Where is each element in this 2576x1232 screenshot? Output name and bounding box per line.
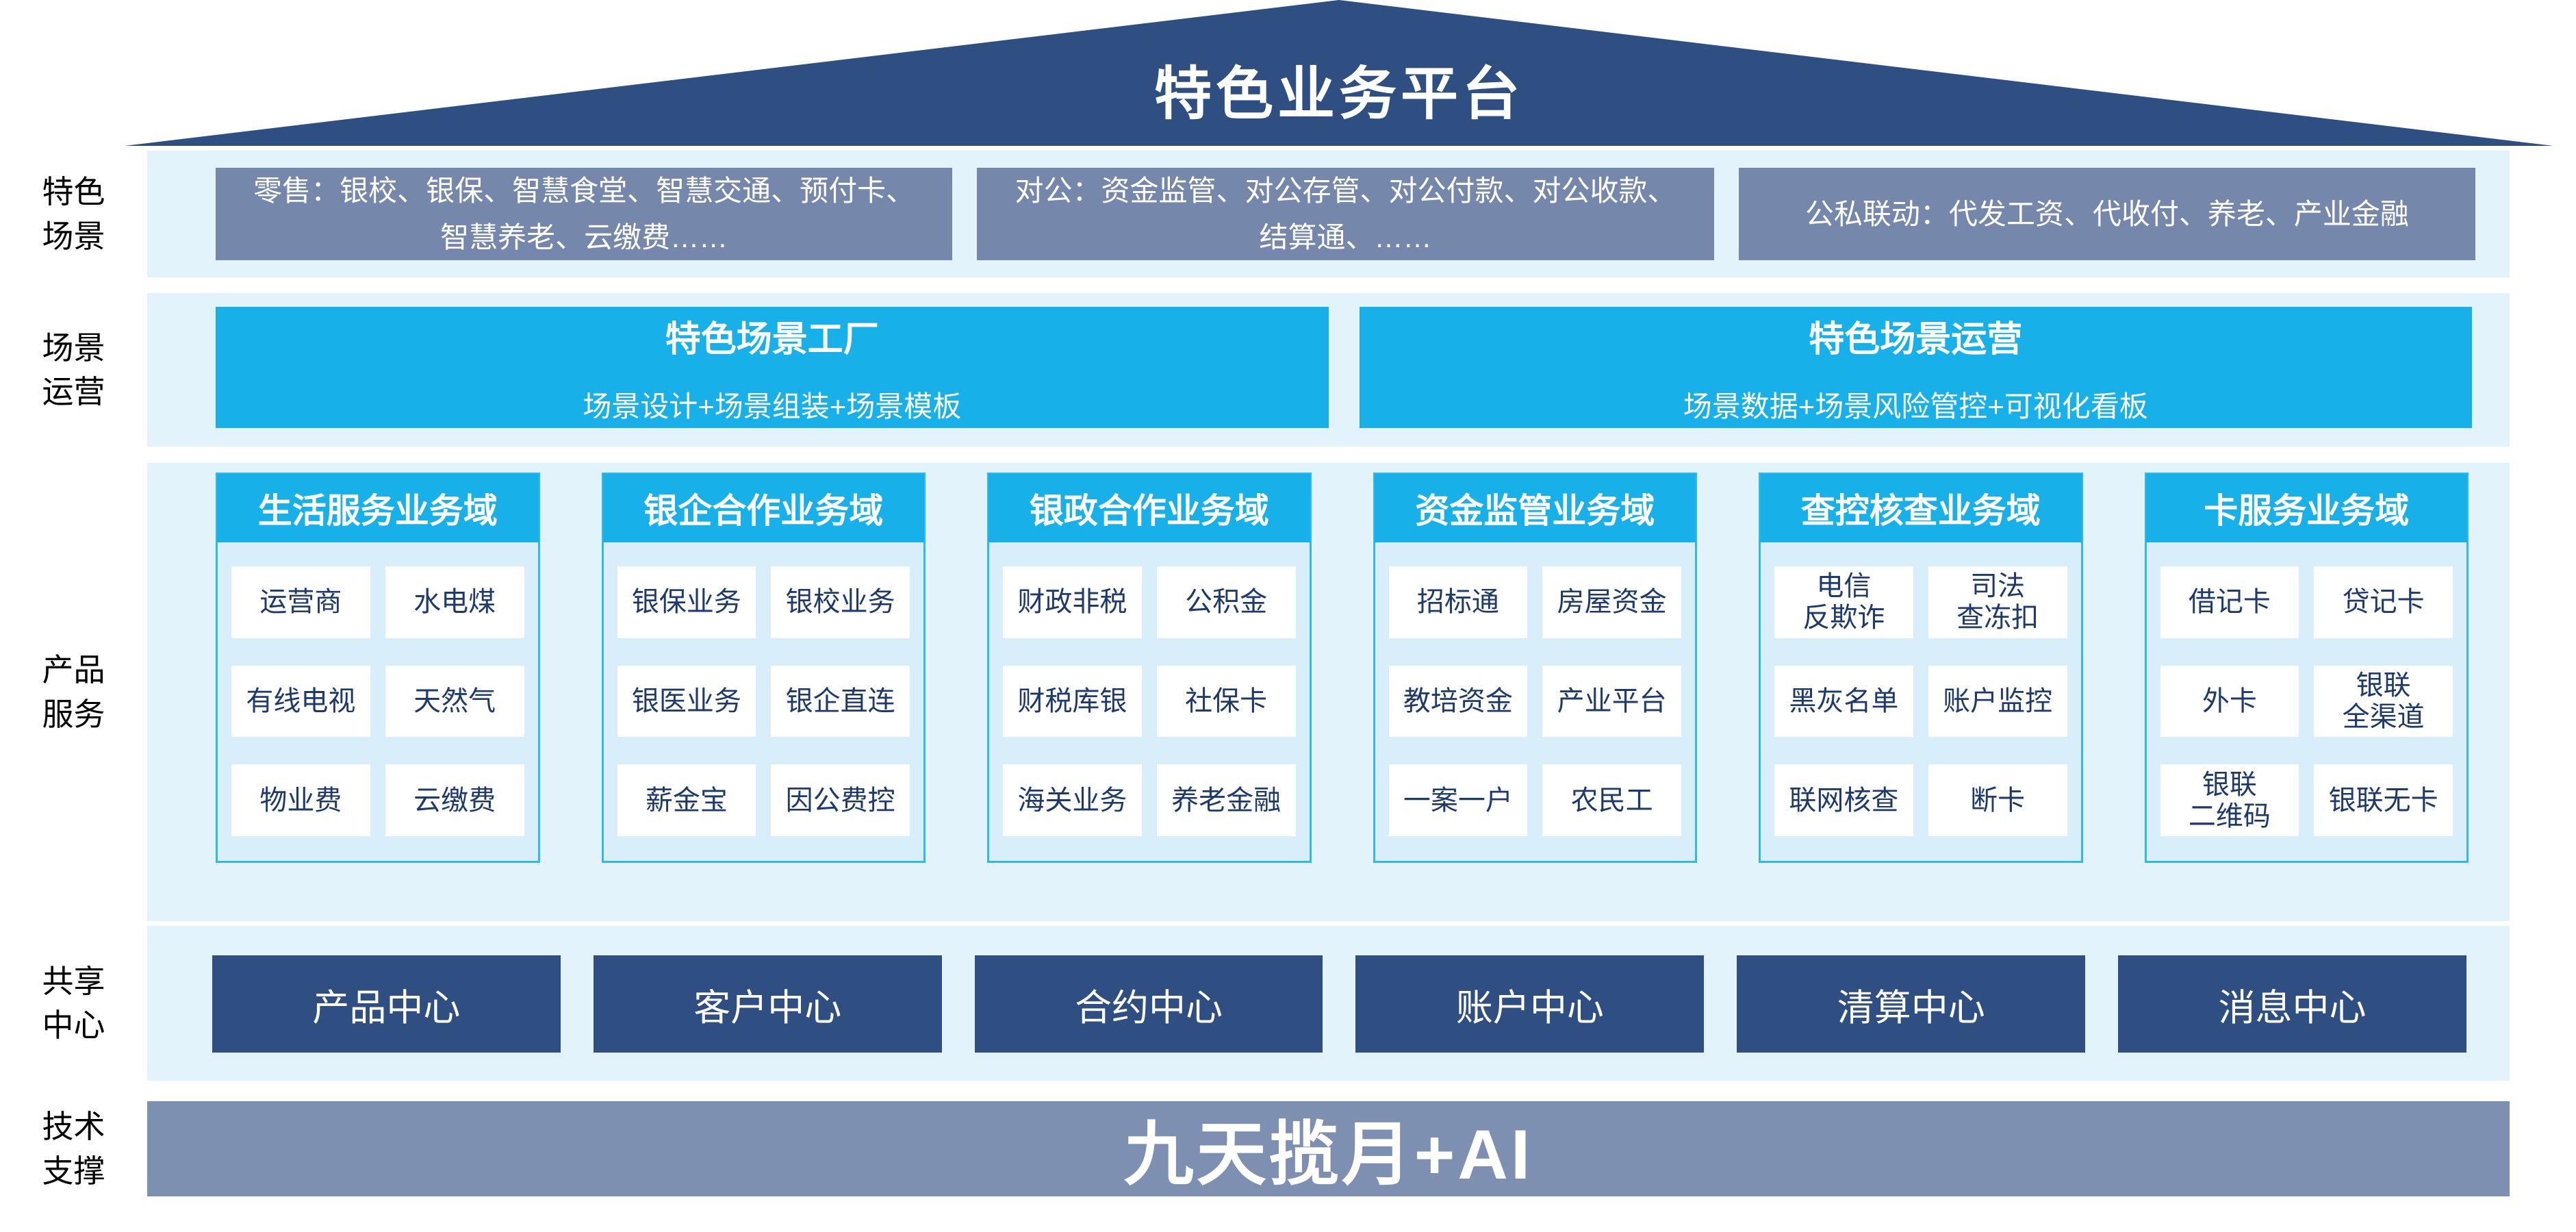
- tech-support-bar: 九天揽月+AI: [147, 1101, 2510, 1196]
- domain-header: 查控核查业务域: [1760, 474, 2082, 542]
- product-cell: 银校业务: [771, 566, 910, 638]
- tech-bar-text: 九天揽月+AI: [1123, 1116, 1533, 1194]
- domain-header: 资金监管业务域: [1374, 474, 1696, 542]
- domain-header: 银政合作业务域: [989, 474, 1310, 542]
- product-cell: 黑灰名单: [1774, 665, 1913, 738]
- product-cell: 一案一户: [1388, 764, 1528, 836]
- product-cell: 教培资金: [1388, 665, 1528, 738]
- domain-bank-government: 银政合作业务域 财政非税 公积金 财税库银 社保卡 海关业务 养老金融: [987, 473, 1312, 863]
- scene-box-corporate: 对公：资金监管、对公存管、对公付款、对公收款、结算通、……: [977, 168, 1714, 260]
- domain-body: 银保业务 银校业务 银医业务 银企直连 薪金宝 因公费控: [604, 542, 924, 861]
- op-box-subtitle: 场景数据+场景风险管控+可视化看板: [1683, 390, 2148, 423]
- op-box-scene-operation: 特色场景运营 场景数据+场景风险管控+可视化看板: [1359, 307, 2472, 428]
- product-cell: 外卡: [2160, 665, 2299, 738]
- product-cell: 公积金: [1156, 566, 1296, 638]
- product-cell: 财税库银: [1003, 665, 1142, 738]
- center-box-message: 消息中心: [2118, 955, 2466, 1053]
- product-cell: 农民工: [1542, 764, 1681, 836]
- product-cell: 联网核查: [1774, 764, 1913, 836]
- product-cell: 银医业务: [617, 665, 756, 738]
- domain-body: 招标通 房屋资金 教培资金 产业平台 一案一户 农民工: [1375, 542, 1696, 861]
- product-cell: 房屋资金: [1542, 566, 1681, 638]
- op-box-scene-factory: 特色场景工厂 场景设计+场景组装+场景模板: [216, 307, 1329, 428]
- product-cell: 银企直连: [771, 665, 910, 738]
- row-product-services: 产品 服务 生活服务业务域 运营商 水电煤 有线电视 天然气 物业费 云缴费 银…: [0, 463, 2576, 921]
- center-box-clearing: 清算中心: [1737, 955, 2086, 1053]
- product-cell: 电信 反欺诈: [1774, 566, 1913, 638]
- row-label-special-scenes: 特色 场景: [42, 174, 105, 254]
- center-strip: 产品中心 客户中心 合约中心 账户中心 清算中心 消息中心: [147, 926, 2510, 1081]
- product-cell: 薪金宝: [617, 764, 756, 836]
- row-shared-centers: 共享 中心 产品中心 客户中心 合约中心 账户中心 清算中心 消息中心: [0, 926, 2576, 1081]
- row-label-product-services: 产品 服务: [42, 652, 105, 732]
- domain-life-services: 生活服务业务域 运营商 水电煤 有线电视 天然气 物业费 云缴费: [216, 473, 540, 863]
- row-label-shared-centers: 共享 中心: [42, 963, 105, 1043]
- row-scene-operation: 场景 运营 特色场景工厂 场景设计+场景组装+场景模板 特色场景运营 场景数据+…: [0, 293, 2576, 447]
- product-cell: 银联 二维码: [2160, 764, 2299, 836]
- row-label-scene-operation: 场景 运营: [42, 329, 105, 410]
- product-cell: 产业平台: [1542, 665, 1681, 738]
- row-tech-support: 技术 支撑 九天揽月+AI: [0, 1101, 2576, 1196]
- scene-strip: 零售：银校、银保、智慧食堂、智慧交通、预付卡、智慧养老、云缴费…… 对公：资金监…: [147, 151, 2510, 277]
- op-box-title: 特色场景工厂: [665, 319, 879, 360]
- product-cell: 司法 查冻扣: [1928, 566, 2067, 638]
- product-cell: 养老金融: [1156, 764, 1296, 836]
- product-cell: 社保卡: [1156, 665, 1296, 738]
- product-cell: 水电煤: [385, 566, 524, 638]
- product-cell: 贷记卡: [2314, 566, 2453, 638]
- center-box-product: 产品中心: [212, 955, 561, 1053]
- domain-body: 运营商 水电煤 有线电视 天然气 物业费 云缴费: [218, 542, 538, 861]
- product-cell: 银保业务: [617, 566, 756, 638]
- special-scenes-container: 零售：银校、银保、智慧食堂、智慧交通、预付卡、智慧养老、云缴费…… 对公：资金监…: [147, 151, 2510, 277]
- product-services-container: 生活服务业务域 运营商 水电煤 有线电视 天然气 物业费 云缴费 银企合作业务域…: [147, 463, 2510, 921]
- domain-body: 财政非税 公积金 财税库银 社保卡 海关业务 养老金融: [989, 542, 1310, 861]
- op-box-subtitle: 场景设计+场景组装+场景模板: [583, 390, 962, 423]
- scene-operation-container: 特色场景工厂 场景设计+场景组装+场景模板 特色场景运营 场景数据+场景风险管控…: [147, 293, 2510, 447]
- product-cell: 银联 全渠道: [2314, 665, 2453, 738]
- product-cell: 因公费控: [771, 764, 910, 836]
- product-cell: 账户监控: [1928, 665, 2067, 738]
- domain-strip: 生活服务业务域 运营商 水电煤 有线电视 天然气 物业费 云缴费 银企合作业务域…: [147, 463, 2510, 921]
- center-box-contract: 合约中心: [974, 955, 1323, 1053]
- domain-header: 银企合作业务域: [602, 474, 924, 542]
- diagram-title: 特色业务平台: [1153, 62, 1524, 126]
- roof-banner: 特色业务平台: [125, 0, 2553, 146]
- product-cell: 断卡: [1928, 764, 2067, 836]
- shared-centers-container: 产品中心 客户中心 合约中心 账户中心 清算中心 消息中心: [147, 926, 2510, 1081]
- center-box-customer: 客户中心: [593, 955, 942, 1053]
- domain-header: 卡服务业务域: [2145, 474, 2467, 542]
- domain-inspection-verification: 查控核查业务域 电信 反欺诈 司法 查冻扣 黑灰名单 账户监控 联网核查 断卡: [1759, 473, 2083, 863]
- product-cell: 招标通: [1388, 566, 1528, 638]
- product-cell: 海关业务: [1003, 764, 1142, 836]
- domain-card-services: 卡服务业务域 借记卡 贷记卡 外卡 银联 全渠道 银联 二维码 银联无卡: [2144, 473, 2469, 863]
- operation-strip: 特色场景工厂 场景设计+场景组装+场景模板 特色场景运营 场景数据+场景风险管控…: [147, 293, 2510, 447]
- domain-fund-supervision: 资金监管业务域 招标通 房屋资金 教培资金 产业平台 一案一户 农民工: [1373, 473, 1697, 863]
- row-label-tech-support: 技术 支撑: [42, 1109, 105, 1189]
- scene-box-retail: 零售：银校、银保、智慧食堂、智慧交通、预付卡、智慧养老、云缴费……: [216, 168, 953, 260]
- domain-body: 电信 反欺诈 司法 查冻扣 黑灰名单 账户监控 联网核查 断卡: [1761, 542, 2081, 861]
- row-special-scenes: 特色 场景 零售：银校、银保、智慧食堂、智慧交通、预付卡、智慧养老、云缴费…… …: [0, 151, 2576, 277]
- domain-bank-enterprise: 银企合作业务域 银保业务 银校业务 银医业务 银企直连 薪金宝 因公费控: [601, 473, 926, 863]
- domain-body: 借记卡 贷记卡 外卡 银联 全渠道 银联 二维码 银联无卡: [2147, 542, 2467, 861]
- center-box-account: 账户中心: [1355, 955, 1705, 1053]
- scene-box-public-private: 公私联动：代发工资、代收付、养老、产业金融: [1738, 168, 2475, 260]
- product-cell: 运营商: [231, 566, 370, 638]
- domain-header: 生活服务业务域: [217, 474, 539, 542]
- product-cell: 天然气: [385, 665, 524, 738]
- op-box-title: 特色场景运营: [1809, 319, 2023, 360]
- product-cell: 物业费: [231, 764, 370, 836]
- product-cell: 财政非税: [1003, 566, 1142, 638]
- product-cell: 有线电视: [231, 665, 370, 738]
- product-cell: 银联无卡: [2314, 764, 2453, 836]
- product-cell: 云缴费: [385, 764, 524, 836]
- product-cell: 借记卡: [2160, 566, 2299, 638]
